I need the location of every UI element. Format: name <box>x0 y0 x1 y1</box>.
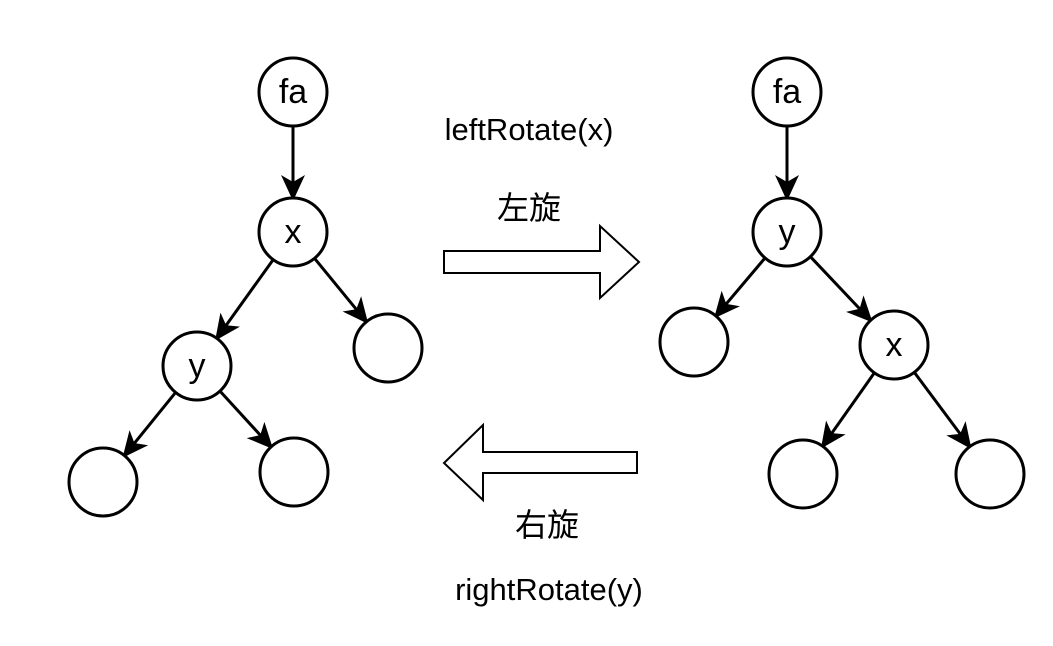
nodes-layer: fa x y fa y x <box>67 56 1026 518</box>
before-node-fa: fa <box>257 56 329 128</box>
edges-layer <box>122 126 972 458</box>
before-node-y-right-child <box>258 436 330 508</box>
after-node-label-x: x <box>886 326 903 364</box>
after-node-x-left-child <box>767 438 839 510</box>
after-node-circle-x-right-child <box>954 438 1026 510</box>
before-node-label-y: y <box>189 347 206 385</box>
left-rotate-arrow <box>443 223 641 301</box>
after-node-circle-x-left-child <box>767 438 839 510</box>
after-node-label-fa: fa <box>773 73 801 111</box>
right-rotate-arrow <box>442 422 638 503</box>
before-node-x: x <box>257 196 329 268</box>
after-edge-y-to-x <box>809 255 873 323</box>
before-node-circle-fa <box>257 56 329 128</box>
after-node-circle-y-left-child <box>658 306 730 378</box>
after-node-circle-y <box>751 196 823 268</box>
before-node-circle-y-left-child <box>67 446 139 518</box>
before-node-circle-x-right-child <box>352 312 424 384</box>
right-rotate-cn-label: 右旋 <box>515 507 579 543</box>
after-node-y-left-child <box>658 306 730 378</box>
before-node-circle-x <box>257 196 329 268</box>
after-edge-x-to-x-left-child <box>820 371 876 449</box>
before-node-x-right-child <box>352 312 424 384</box>
after-node-y: y <box>751 196 823 268</box>
before-node-circle-y <box>161 330 233 402</box>
before-node-circle-y-right-child <box>258 436 330 508</box>
after-node-fa: fa <box>751 56 823 128</box>
before-node-label-fa: fa <box>279 73 307 111</box>
after-node-x-right-child <box>954 438 1026 510</box>
after-node-x: x <box>858 309 930 381</box>
before-edge-x-to-y <box>215 258 275 341</box>
before-node-y-left-child <box>67 446 139 518</box>
after-node-circle-x <box>858 309 930 381</box>
after-edge-x-to-x-right-child <box>913 371 972 450</box>
before-node-y: y <box>161 330 233 402</box>
after-edge-y-to-y-left-child <box>714 257 767 319</box>
before-edge-x-to-x-right-child <box>313 257 369 324</box>
right-rotate-label: rightRotate(y) <box>455 572 643 607</box>
left-rotate-cn-label: 左旋 <box>497 190 561 226</box>
after-node-circle-fa <box>751 56 823 128</box>
before-node-label-x: x <box>285 213 302 251</box>
left-rotate-label: leftRotate(x) <box>445 112 614 147</box>
after-node-label-y: y <box>779 213 796 251</box>
before-edge-y-to-y-right-child <box>218 390 274 450</box>
before-edge-y-to-y-left-child <box>122 391 177 458</box>
